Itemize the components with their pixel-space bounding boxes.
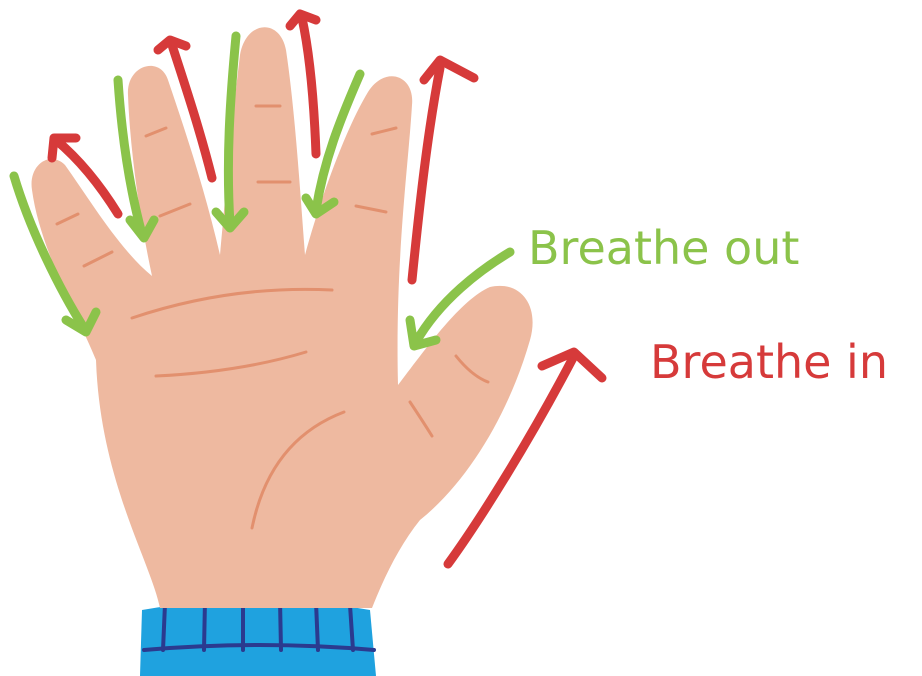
hand-shape — [32, 27, 533, 608]
sleeve-cuff — [140, 600, 376, 676]
hand — [32, 27, 533, 608]
breathe-out-label: Breathe out — [528, 221, 799, 275]
breathe-in-label: Breathe in — [650, 335, 888, 389]
sleeve — [140, 599, 376, 676]
breathe-in-arrow-index — [412, 60, 474, 280]
